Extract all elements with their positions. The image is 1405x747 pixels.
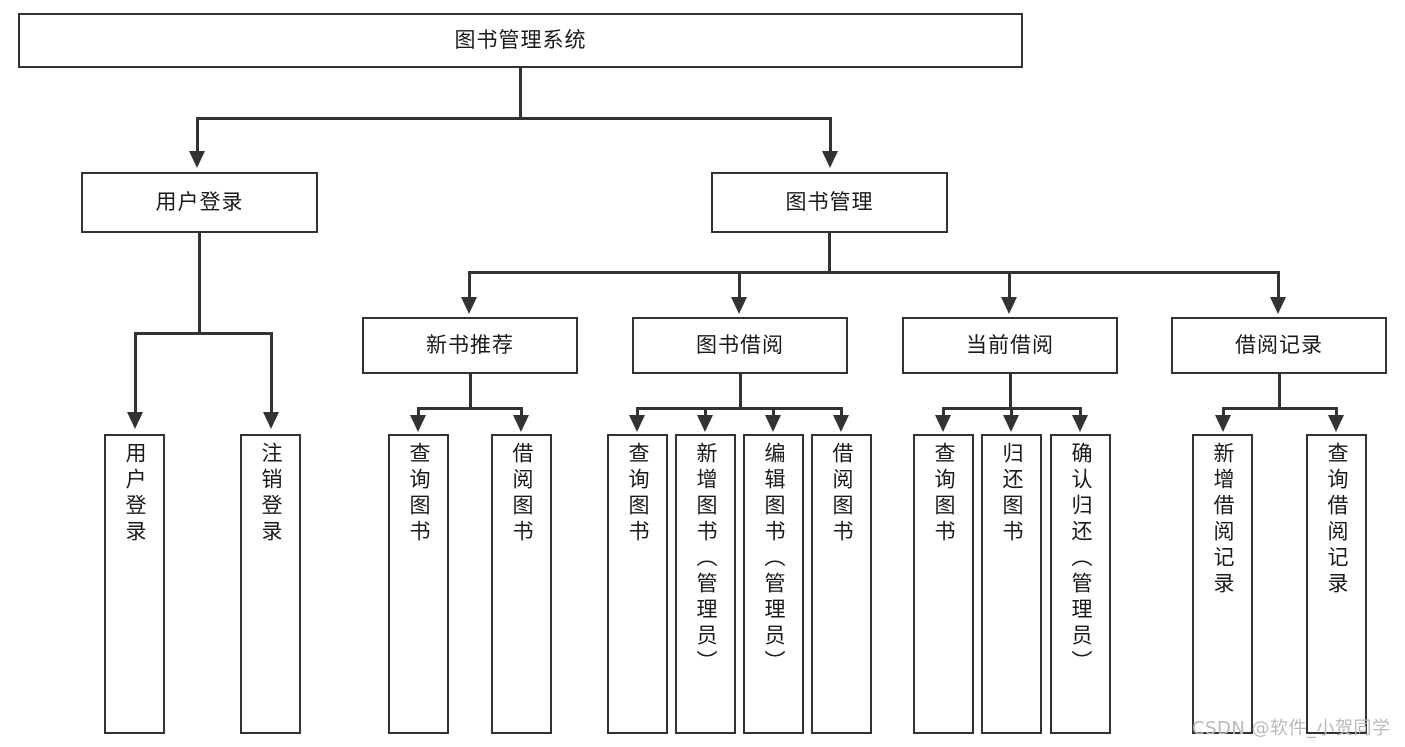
node-leaf-query-book-2[interactable]: 查询图书 bbox=[607, 434, 668, 734]
node-leaf-user-logout[interactable]: 注销登录 bbox=[240, 434, 301, 734]
node-leaf-query-record[interactable]: 查询借阅记录 bbox=[1306, 434, 1367, 734]
connector-drop-leaf-add-record bbox=[1222, 407, 1225, 419]
node-leaf-user-login-label: 用户登录 bbox=[123, 442, 147, 546]
connector-borrow-record-leaf-bar bbox=[1222, 407, 1337, 410]
node-leaf-query-book-1[interactable]: 查询图书 bbox=[388, 434, 449, 734]
arrow-down-leaf-return-book bbox=[1003, 415, 1019, 432]
connector-user-login-leaf-bar bbox=[134, 332, 272, 335]
connector-new-book-recommend-leaf-bar bbox=[417, 407, 522, 410]
connector-level2-bar bbox=[196, 117, 832, 120]
arrow-down-leaf-add-book bbox=[697, 415, 713, 432]
connector-root-stem bbox=[519, 68, 522, 118]
node-leaf-query-book-1-label: 查询图书 bbox=[407, 442, 431, 546]
node-leaf-confirm-return-label: 确认归还（管理员） bbox=[1069, 442, 1093, 676]
node-book-manage[interactable]: 图书管理 bbox=[711, 172, 948, 233]
connector-level3-drop-current-borrow bbox=[1008, 271, 1011, 301]
node-leaf-borrow-book-2[interactable]: 借阅图书 bbox=[811, 434, 872, 734]
csdn-watermark: CSDN @软件_小贺同学 bbox=[1192, 718, 1391, 739]
connector-drop-leaf-borrow-book-1 bbox=[520, 407, 523, 419]
node-leaf-return-book[interactable]: 归还图书 bbox=[981, 434, 1042, 734]
node-new-book-recommend[interactable]: 新书推荐 bbox=[362, 317, 578, 374]
arrow-down-user-login bbox=[189, 151, 205, 168]
connector-book-borrow-leaf-bar bbox=[636, 407, 842, 410]
node-root[interactable]: 图书管理系统 bbox=[18, 13, 1023, 68]
node-leaf-query-book-2-label: 查询图书 bbox=[626, 442, 650, 546]
arrow-down-leaf-query-record bbox=[1328, 415, 1344, 432]
arrow-down-leaf-borrow-book-2 bbox=[833, 415, 849, 432]
arrow-down-new-book-recommend bbox=[461, 297, 477, 314]
connector-book-manage-stem bbox=[828, 233, 831, 273]
connector-drop-leaf-return-book bbox=[1010, 407, 1013, 419]
arrow-down-book-borrow bbox=[731, 297, 747, 314]
connector-level2-drop-user-login bbox=[196, 117, 199, 155]
connector-user-login-stem bbox=[198, 233, 201, 334]
node-leaf-return-book-label: 归还图书 bbox=[1000, 442, 1024, 546]
node-book-borrow[interactable]: 图书借阅 bbox=[632, 317, 848, 374]
connector-level2-drop-book-manage bbox=[829, 117, 832, 155]
node-current-borrow-label: 当前借阅 bbox=[966, 333, 1054, 358]
connector-book-borrow-stem bbox=[739, 374, 742, 409]
arrow-down-leaf-query-book-1 bbox=[410, 415, 426, 432]
node-leaf-user-login[interactable]: 用户登录 bbox=[104, 434, 165, 734]
connector-level3-bar bbox=[468, 271, 1280, 274]
connector-level3-drop-borrow-record bbox=[1277, 271, 1280, 301]
connector-borrow-record-stem bbox=[1278, 374, 1281, 409]
node-book-manage-label: 图书管理 bbox=[785, 190, 874, 215]
connector-level3-drop-book-borrow bbox=[738, 271, 741, 301]
connector-level3-drop-new-book-recommend bbox=[468, 271, 471, 301]
node-leaf-borrow-book-1[interactable]: 借阅图书 bbox=[491, 434, 552, 734]
node-leaf-edit-book[interactable]: 编辑图书（管理员） bbox=[743, 434, 804, 734]
arrow-down-leaf-confirm-return bbox=[1072, 415, 1088, 432]
arrow-down-leaf-borrow-book-1 bbox=[513, 415, 529, 432]
connector-drop-leaf-borrow-book-2 bbox=[840, 407, 843, 419]
arrow-down-leaf-query-book-2 bbox=[629, 415, 645, 432]
connector-drop-leaf-edit-book bbox=[772, 407, 775, 419]
arrow-down-leaf-add-record bbox=[1215, 415, 1231, 432]
node-new-book-recommend-label: 新书推荐 bbox=[426, 333, 514, 358]
node-leaf-query-book-3[interactable]: 查询图书 bbox=[913, 434, 974, 734]
node-leaf-confirm-return[interactable]: 确认归还（管理员） bbox=[1050, 434, 1111, 734]
node-borrow-record[interactable]: 借阅记录 bbox=[1171, 317, 1387, 374]
node-leaf-add-record[interactable]: 新增借阅记录 bbox=[1192, 434, 1253, 734]
connector-new-book-recommend-stem bbox=[469, 374, 472, 409]
node-borrow-record-label: 借阅记录 bbox=[1235, 333, 1323, 358]
connector-drop-leaf-query-book-2 bbox=[636, 407, 639, 419]
arrow-down-leaf-edit-book bbox=[765, 415, 781, 432]
node-user-login[interactable]: 用户登录 bbox=[81, 172, 318, 233]
connector-current-borrow-stem bbox=[1009, 374, 1012, 409]
node-leaf-add-book-label: 新增图书（管理员） bbox=[694, 442, 718, 676]
node-leaf-user-logout-label: 注销登录 bbox=[259, 442, 283, 546]
arrow-down-leaf-query-book-3 bbox=[935, 415, 951, 432]
arrow-down-borrow-record bbox=[1270, 297, 1286, 314]
node-leaf-query-book-3-label: 查询图书 bbox=[932, 442, 956, 546]
node-leaf-query-record-label: 查询借阅记录 bbox=[1325, 442, 1349, 598]
node-leaf-add-record-label: 新增借阅记录 bbox=[1211, 442, 1235, 598]
node-leaf-borrow-book-2-label: 借阅图书 bbox=[830, 442, 854, 546]
connector-drop-leaf-query-book-1 bbox=[417, 407, 420, 419]
connector-drop-leaf-user-login bbox=[134, 332, 137, 416]
connector-drop-leaf-confirm-return bbox=[1079, 407, 1082, 419]
node-current-borrow[interactable]: 当前借阅 bbox=[902, 317, 1118, 374]
connector-drop-leaf-query-record bbox=[1335, 407, 1338, 419]
node-leaf-add-book[interactable]: 新增图书（管理员） bbox=[675, 434, 736, 734]
arrow-down-current-borrow bbox=[1001, 297, 1017, 314]
node-book-borrow-label: 图书借阅 bbox=[696, 333, 784, 358]
node-leaf-borrow-book-1-label: 借阅图书 bbox=[510, 442, 534, 546]
arrow-down-leaf-user-logout bbox=[263, 412, 279, 429]
connector-drop-leaf-query-book-3 bbox=[942, 407, 945, 419]
node-root-label: 图书管理系统 bbox=[454, 28, 587, 53]
arrow-down-book-manage bbox=[822, 151, 838, 168]
node-user-login-label: 用户登录 bbox=[155, 190, 244, 215]
arrow-down-leaf-user-login bbox=[127, 412, 143, 429]
connector-drop-leaf-add-book bbox=[704, 407, 707, 419]
node-leaf-edit-book-label: 编辑图书（管理员） bbox=[762, 442, 786, 676]
connector-drop-leaf-user-logout bbox=[270, 332, 273, 416]
